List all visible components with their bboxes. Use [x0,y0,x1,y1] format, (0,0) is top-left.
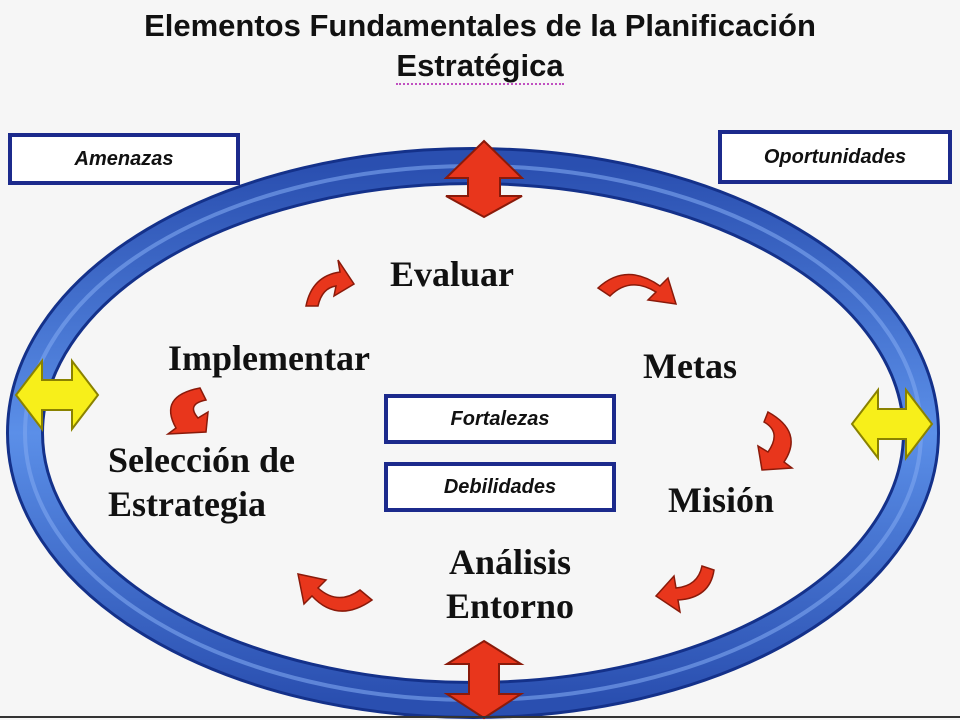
step-evaluate-label: Evaluar [390,254,515,294]
opportunities-label: Oportunidades [763,145,907,168]
double-arrow-horizontal-icon [14,358,100,432]
step-mission: Misión [668,478,774,522]
curved-arrow-icon [297,573,374,612]
strengths-label: Fortalezas [450,407,550,430]
threats-label: Amenazas [74,147,174,170]
threats-box: Amenazas [8,133,240,185]
step-implement-label: Implementar [168,338,370,378]
step-analysis-line-2: Entorno [445,586,575,626]
step-selection-line-1: Selección de [108,440,295,480]
step-goals-label: Metas [643,346,737,386]
bottom-divider [0,716,960,718]
curved-arrow-icon [596,273,678,305]
double-arrow-vertical-icon [443,139,525,219]
step-mission-label: Misión [668,480,775,520]
step-selection: Selección de Estrategia [108,438,295,526]
curved-arrow-icon [305,259,356,307]
step-analysis: Análisis Entorno [420,540,600,628]
step-selection-line-2: Estrategia [108,484,266,524]
strengths-box: Fortalezas [384,394,616,444]
curved-arrow-icon [165,387,209,435]
step-implement: Implementar [168,336,370,380]
weaknesses-label: Debilidades [443,475,557,498]
weaknesses-box: Debilidades [384,462,616,512]
title-text-2: Estratégica [396,48,564,85]
title-line-1: Elementos Fundamentales de la Planificac… [0,6,960,46]
curved-arrow-icon [654,565,715,614]
step-analysis-line-1: Análisis [448,542,572,582]
curved-arrow-icon [756,410,795,471]
double-arrow-horizontal-icon [850,387,934,461]
step-evaluate: Evaluar [390,252,514,296]
step-goals: Metas [643,344,737,388]
opportunities-box: Oportunidades [718,130,952,184]
double-arrow-vertical-icon [443,639,525,720]
title-text-1: Elementos Fundamentales de la Planificac… [144,8,816,43]
title-line-2: Estratégica [0,46,960,86]
diagram-title: Elementos Fundamentales de la Planificac… [0,6,960,86]
